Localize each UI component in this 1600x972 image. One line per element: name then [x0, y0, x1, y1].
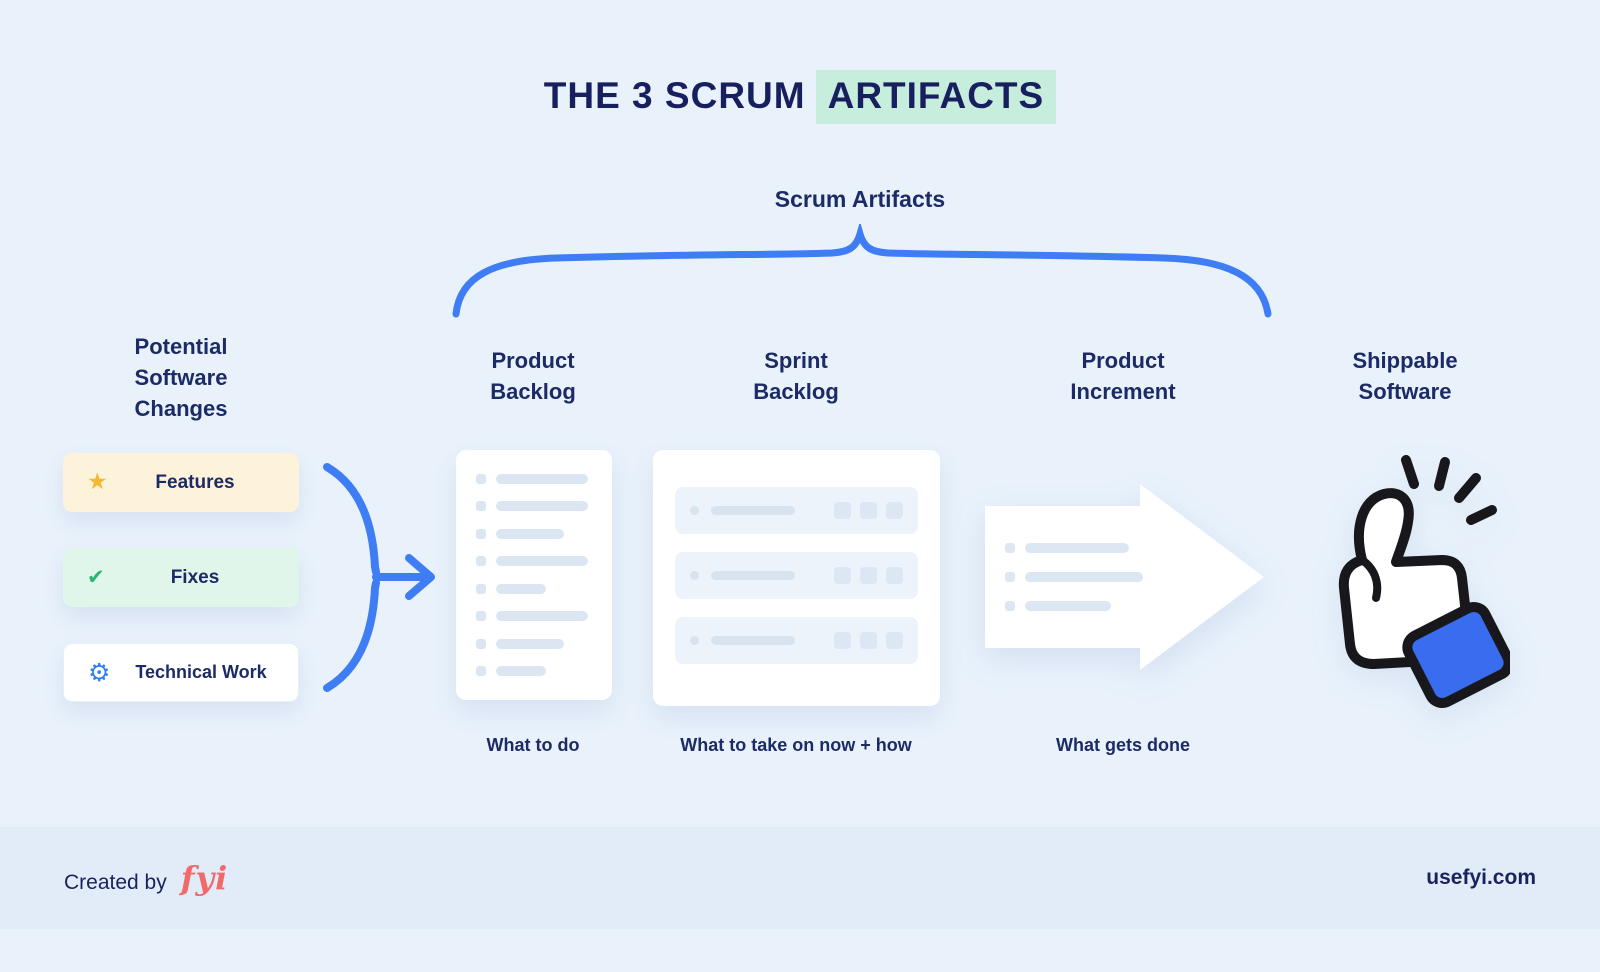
- sprint-task-row: [675, 487, 918, 534]
- sprint-task-row: [675, 617, 918, 664]
- tag-square: [886, 632, 903, 649]
- bullet-dot: [476, 556, 486, 567]
- card-features: ★ Features: [63, 453, 299, 512]
- caption-product-increment: What gets done: [1056, 735, 1190, 755]
- title-prefix: THE 3 SCRUM: [543, 75, 806, 116]
- bullet-dot: [476, 583, 486, 594]
- heading-sprint-backlog: Sprint Backlog: [753, 348, 839, 404]
- list-item: [476, 501, 592, 512]
- bullet-dot: [476, 638, 486, 649]
- tag-square: [834, 632, 851, 649]
- task-tags: [834, 632, 903, 649]
- sprint-backlog-card: [653, 450, 940, 706]
- fyi-logo[interactable]: fyi: [180, 859, 229, 897]
- list-item: [476, 665, 592, 676]
- bullet-dot: [690, 571, 699, 580]
- bullet-dot: [690, 506, 699, 515]
- check-icon: ✔: [87, 565, 105, 589]
- bullet-dot: [476, 474, 486, 484]
- bullet-dot: [476, 665, 486, 676]
- heading-shippable-software: Shippable Software: [1352, 348, 1458, 404]
- caption-product-backlog: What to do: [486, 735, 580, 755]
- list-item: [476, 474, 592, 484]
- tag-square: [860, 502, 877, 519]
- task-tags: [834, 502, 903, 519]
- tag-square: [834, 502, 851, 519]
- thumbs-up-illustration: [1338, 455, 1510, 709]
- product-increment-arrow: [985, 484, 1264, 670]
- tag-square: [886, 502, 903, 519]
- tag-square: [886, 567, 903, 584]
- card-fixes-label: Fixes: [170, 566, 220, 588]
- bullet-dot: [476, 501, 486, 512]
- gear-icon: ⚙: [88, 658, 111, 687]
- converge-arrow-paths: [323, 463, 435, 692]
- bullet-dot: [476, 528, 486, 539]
- scrum-artifacts-label: Scrum Artifacts: [774, 186, 946, 212]
- card-technical-work-label: Technical Work: [135, 662, 267, 682]
- created-by-text: Created by: [64, 871, 167, 894]
- card-features-label: Features: [155, 471, 235, 493]
- title-highlight: ARTIFACTS: [815, 70, 1057, 124]
- placeholder-bar: [496, 528, 564, 539]
- placeholder-bar: [496, 501, 588, 512]
- footer-site-url[interactable]: usefyi.com: [1426, 866, 1536, 889]
- card-fixes: ✔ Fixes: [63, 548, 299, 607]
- bullet-dot: [690, 636, 699, 645]
- card-technical-work: ⚙ Technical Work: [63, 643, 299, 702]
- task-tags: [834, 567, 903, 584]
- placeholder-bar: [496, 611, 588, 622]
- list-item: [476, 611, 592, 622]
- placeholder-bar: [711, 571, 795, 580]
- tag-square: [860, 632, 877, 649]
- star-icon: ★: [87, 469, 108, 495]
- increment-list-rows: [1005, 543, 1143, 611]
- product-backlog-card: [456, 450, 612, 700]
- placeholder-bar: [711, 506, 795, 515]
- brace-path: [452, 224, 1272, 318]
- placeholder-bar: [496, 583, 546, 594]
- heading-potential-software-changes: Potential Software Changes: [134, 334, 228, 421]
- placeholder-bar: [496, 638, 564, 649]
- sprint-task-row: [675, 552, 918, 599]
- heading-product-increment: Product Increment: [1070, 348, 1176, 404]
- sleeve-cuff: [1402, 601, 1510, 709]
- placeholder-bar: [496, 556, 588, 567]
- placeholder-bar: [496, 474, 588, 484]
- tag-square: [834, 567, 851, 584]
- heading-product-backlog: Product Backlog: [490, 348, 576, 404]
- spark-lines: [1401, 455, 1497, 525]
- caption-sprint-backlog: What to take on now + how: [680, 735, 912, 755]
- list-item: [476, 556, 592, 567]
- list-item: [476, 638, 592, 649]
- bullet-dot: [476, 611, 486, 622]
- placeholder-bar: [711, 636, 795, 645]
- list-item: [476, 583, 592, 594]
- thumb-crease: [1358, 556, 1382, 602]
- footer-credit: Created by fyi: [64, 859, 228, 897]
- curly-brace: [452, 224, 1272, 318]
- footer-bar: Created by fyi usefyi.com: [0, 827, 1600, 929]
- list-item: [476, 528, 592, 539]
- tag-square: [860, 567, 877, 584]
- placeholder-bar: [496, 665, 546, 676]
- converge-arrow: [323, 463, 435, 692]
